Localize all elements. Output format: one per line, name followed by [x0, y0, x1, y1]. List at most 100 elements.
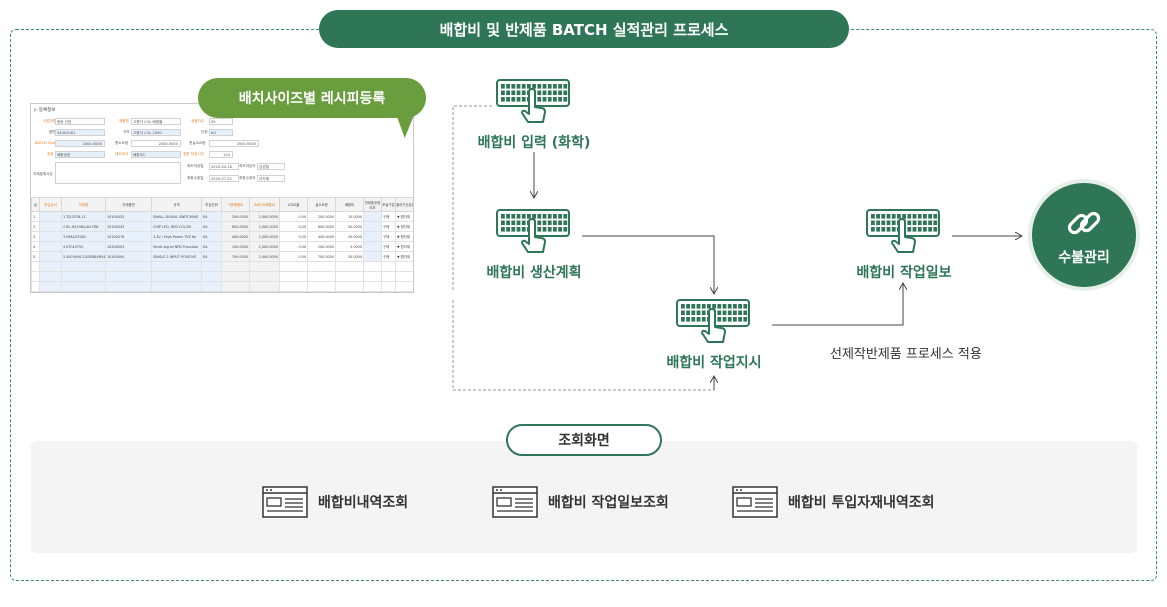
label-level: 표준 작업시간: [183, 152, 204, 156]
table-cell: [307, 271, 336, 282]
table-cell: [31, 281, 40, 292]
label-modified: 최종수정일: [187, 176, 204, 180]
screenshot-header: ▷ 등록정보: [34, 108, 56, 113]
table-cell: 10200003: [105, 241, 152, 252]
table-cell: [363, 241, 382, 252]
label-itemname: 규격: [123, 130, 130, 134]
field-modified: 2020-07-22: [209, 175, 239, 182]
table-header-cell: 자재품번: [105, 197, 152, 212]
table-row-empty: [31, 281, 413, 292]
field-modifier: 이지혜: [257, 175, 285, 182]
table-cell: [39, 281, 62, 292]
field-totalqty: 2000.0000: [209, 140, 259, 147]
table-cell: [279, 261, 308, 272]
query-item-materials[interactable]: 배합비 투입자재내역조회: [732, 486, 935, 518]
node-input-label: 배합비 입력 (화학): [477, 135, 591, 151]
node-inout[interactable]: 수불관리: [1032, 183, 1136, 287]
table-cell: 10300004: [105, 251, 152, 262]
label-created: 최초작성일: [187, 164, 204, 168]
table-cell: EA: [201, 211, 222, 222]
table-cell: [221, 261, 250, 272]
table-cell: [395, 281, 413, 292]
node-report[interactable]: 배합비 작업일보: [850, 208, 958, 282]
table-cell: 400.0000: [221, 231, 250, 242]
table-cell: [151, 281, 202, 292]
table-cell: [363, 261, 382, 272]
table-cell: CHIP LED, RED COLOR: [151, 221, 202, 232]
browser-window-icon: [262, 486, 308, 518]
table-cell: [335, 271, 364, 282]
table-cell: [105, 281, 152, 292]
table-cell: [105, 261, 152, 272]
query-item-recipe[interactable]: 배합비내역조회: [262, 486, 408, 518]
table-cell: 0.00: [279, 251, 308, 262]
label-totalqty: 총실소요량: [189, 141, 206, 145]
table-cell: [279, 281, 308, 292]
arrow-order-report: [772, 283, 903, 326]
table-cell: ▼ 원자재: [395, 231, 413, 242]
table-cell: [201, 271, 222, 282]
table-cell: 5 SN74AHC1G08DBVR04: [61, 251, 106, 262]
table-cell: [279, 271, 308, 282]
table-cell: [363, 271, 382, 282]
table-header-cell: BATCH배합비: [249, 197, 280, 212]
table-cell: 2,000.0000: [249, 231, 280, 242]
table-cell: 구매: [381, 231, 396, 242]
table-cell: 3: [31, 231, 40, 242]
keyboard-hand-icon: [676, 299, 750, 343]
field-spec: 00: [209, 118, 233, 125]
table-cell: [105, 271, 152, 282]
label-unit: 단위: [201, 130, 208, 134]
keyboard-hand-icon: [496, 209, 570, 253]
label-required: 총소요량: [115, 141, 129, 145]
label-site: 사업장명: [43, 119, 57, 123]
table-cell: SMALL SIGNAL SWITCHING: [151, 211, 202, 222]
table-cell: [61, 261, 106, 272]
table-cell: 200.0000: [221, 211, 250, 222]
table-cell: [61, 281, 106, 292]
label-batch: BATCH Size: [35, 141, 56, 145]
node-plan[interactable]: 배합비 생산계획: [480, 208, 588, 282]
table-cell: [395, 261, 413, 272]
table-cell: [307, 261, 336, 272]
node-order[interactable]: 배합비 작업지시: [660, 298, 768, 372]
table-header-cell: 투입순서: [39, 197, 62, 212]
query-panel: [31, 441, 1137, 553]
query-item-report[interactable]: 배합비 작업일보조회: [492, 486, 669, 518]
table-row-empty: [31, 261, 413, 272]
table-cell: [307, 281, 336, 292]
table-cell: 2,000.0000: [249, 221, 280, 232]
query-item-label: 배합비 투입자재내역조회: [788, 495, 935, 511]
query-item-label: 배합비 작업일보조회: [548, 495, 669, 511]
node-inout-label: 수불관리: [1058, 250, 1110, 266]
table-header-cell: 규격: [151, 197, 202, 212]
table-cell: 10100032: [105, 211, 152, 222]
table-cell: 35.0000: [335, 251, 364, 262]
field-itemname: 고용자 COL 2000: [131, 129, 181, 136]
table-cell: [39, 251, 62, 262]
table-cell: [221, 271, 250, 282]
table-cell: 10100043: [105, 221, 152, 232]
label-item: 품번: [49, 130, 56, 134]
field-group: 고용자 COL 배합율: [131, 118, 181, 125]
table-cell: 3 ISMA33TAN: [61, 231, 106, 242]
table-cell: [201, 261, 222, 272]
field-required: 2000.0000: [131, 140, 181, 147]
table-cell: [39, 261, 62, 272]
table-cell: [249, 271, 280, 282]
keyboard-hand-icon: [496, 79, 570, 123]
table-cell: 1: [31, 211, 40, 222]
table-cell: 20.0000: [335, 231, 364, 242]
table-cell: EA: [201, 221, 222, 232]
node-input[interactable]: 배합비 입력 (화학): [477, 78, 591, 152]
table-cell: [39, 271, 62, 282]
field-batch: 2000.0000: [55, 140, 105, 147]
keyboard-hand-icon: [866, 209, 940, 253]
table-cell: [363, 231, 382, 242]
label-creator: 최초작성자: [239, 164, 256, 168]
table-cell: ▼ 원자재: [395, 221, 413, 232]
table-cell: 4: [31, 241, 40, 252]
table-cell: 2,000.0000: [249, 241, 280, 252]
table-cell: 700.0000: [221, 251, 250, 262]
